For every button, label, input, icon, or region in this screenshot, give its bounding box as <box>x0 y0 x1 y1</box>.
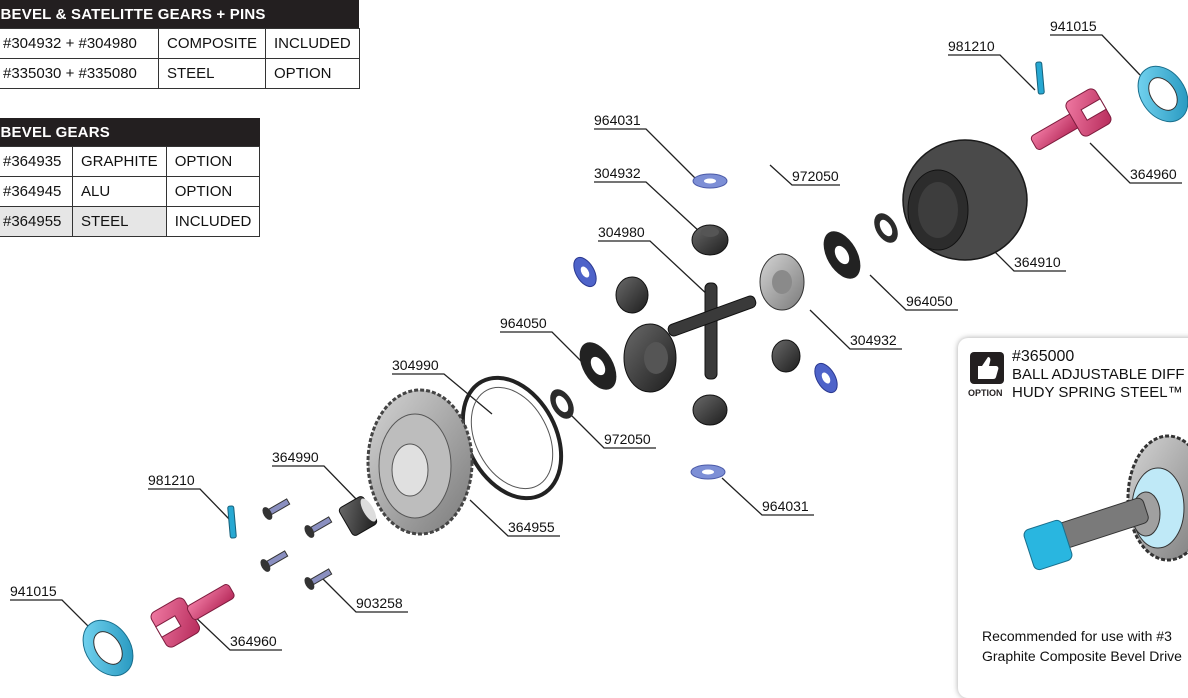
gears-pins-table-title: BEVEL & SATELITTE GEARS + PINS <box>0 0 360 29</box>
screw-903258-4 <box>304 568 333 590</box>
table-cell: INCLUDED <box>265 28 360 59</box>
label-304932-mid: 304932 <box>850 332 897 348</box>
label-364990: 364990 <box>272 449 319 465</box>
bevel-gears-table-title: BEVEL GEARS <box>0 118 260 147</box>
table-cell: #364935 <box>0 146 73 177</box>
screw-903258-2 <box>304 516 333 538</box>
table-row: #364945 ALU OPTION <box>0 176 261 207</box>
label-941015-bottom: 941015 <box>10 583 57 599</box>
satellite-gear-left <box>615 276 649 314</box>
callout-part-number: #365000 <box>1012 348 1075 365</box>
label-964031-top: 964031 <box>594 112 641 128</box>
label-304980: 304980 <box>598 224 645 240</box>
label-964031-bottom: 964031 <box>762 498 809 514</box>
table-cell: OPTION <box>265 58 360 89</box>
table-cell: INCLUDED <box>165 206 261 237</box>
part-labels: 941015 981210 364960 364910 964050 97205… <box>10 18 1177 649</box>
table-cell: ALU <box>72 176 167 207</box>
callout-title-line2: HUDY SPRING STEEL™ <box>1012 384 1183 401</box>
exploded-differential-diagram: 941015 981210 364960 364910 964050 97205… <box>10 18 1188 677</box>
satellite-gear-304932-top <box>691 224 729 256</box>
label-981210-top: 981210 <box>948 38 995 54</box>
washer-972050-bottom <box>550 389 574 419</box>
cross-pin-304980 <box>667 282 757 380</box>
screw-903258-1 <box>262 498 291 520</box>
label-903258: 903258 <box>356 595 403 611</box>
label-964050-right: 964050 <box>906 293 953 309</box>
table-row: #335030 + #335080 STEEL OPTION <box>0 58 360 89</box>
table-cell: STEEL <box>72 206 167 237</box>
table-cell: STEEL <box>157 58 267 89</box>
label-304932-top: 304932 <box>594 165 641 181</box>
bearing-941015-top <box>1137 65 1188 123</box>
shim-964031-top <box>692 173 728 189</box>
washer-972050-top <box>874 213 898 243</box>
table-row: #364955 STEEL INCLUDED <box>0 206 261 237</box>
bushing-364990 <box>338 496 378 536</box>
table-cell: GRAPHITE <box>72 146 167 177</box>
pin-981210-bottom <box>227 505 237 539</box>
bearing-941015-bottom <box>82 619 134 677</box>
table-cell: OPTION <box>165 146 261 177</box>
label-941015-top: 941015 <box>1050 18 1097 34</box>
shim-964050-left <box>579 342 617 390</box>
label-364910: 364910 <box>1014 254 1061 270</box>
adjustable-diff-image <box>1023 434 1188 571</box>
main-gear-364955 <box>366 388 474 536</box>
table-row: #364935 GRAPHITE OPTION <box>0 146 261 177</box>
callout-note-line1: Recommended for use with #3 <box>982 628 1172 644</box>
label-304990: 304990 <box>392 357 439 373</box>
label-364955: 364955 <box>508 519 555 535</box>
shim-964050-right <box>823 231 861 279</box>
bevel-gears-table: BEVEL GEARS #364935 GRAPHITE OPTION #364… <box>0 118 261 237</box>
callout-note-line2: Graphite Composite Bevel Drive <box>982 648 1182 664</box>
screw-903258-3 <box>260 550 289 572</box>
outdrive-364960-bottom <box>150 584 235 648</box>
diff-case-364910 <box>902 139 1028 261</box>
satellite-gear-bottom <box>692 394 728 426</box>
shim-blue-right <box>814 362 838 394</box>
option-callout: OPTION #365000 BALL ADJUSTABLE DIFF HUDY… <box>958 338 1188 698</box>
table-cell: OPTION <box>165 176 261 207</box>
option-icon-label: OPTION <box>968 388 1003 398</box>
bevel-gear-304932-mid <box>759 253 805 311</box>
outdrive-364960-top <box>1030 88 1112 150</box>
label-364960-bottom: 364960 <box>230 633 277 649</box>
callout-title-line1: BALL ADJUSTABLE DIFF <box>1012 366 1185 383</box>
pin-981210-top <box>1035 61 1045 95</box>
label-964050-left: 964050 <box>500 315 547 331</box>
thumbs-up-icon: OPTION <box>968 350 1008 400</box>
label-972050-top: 972050 <box>792 168 839 184</box>
label-364960-top: 364960 <box>1130 166 1177 182</box>
leader-lines <box>10 34 1182 651</box>
satellite-gear-right <box>771 339 801 373</box>
shim-964031-bottom <box>690 464 726 480</box>
gears-pins-table: BEVEL & SATELITTE GEARS + PINS #304932 +… <box>0 0 360 89</box>
table-cell: #364955 <box>0 206 73 237</box>
bevel-gear-left <box>623 323 677 393</box>
label-981210-bottom: 981210 <box>148 472 195 488</box>
label-972050-bottom: 972050 <box>604 431 651 447</box>
shim-blue-left <box>573 256 597 288</box>
